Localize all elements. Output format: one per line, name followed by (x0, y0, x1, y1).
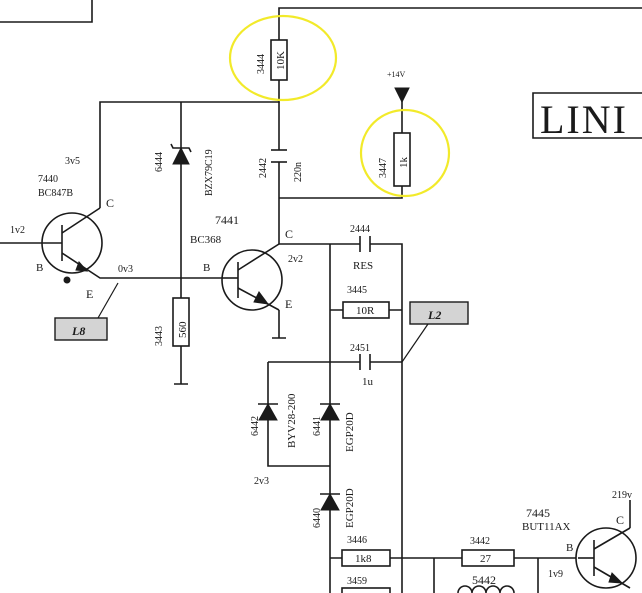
t7440-vc: 3v5 (65, 156, 80, 167)
r3445-ref: 3445 (347, 285, 367, 296)
banner-text: LINI (540, 97, 628, 142)
tag-l8 (54, 317, 108, 341)
t7441-ref: 7441 (215, 213, 239, 227)
wire-r3443-ground (174, 346, 188, 385)
wire-c2444-right (370, 243, 403, 593)
t7440-pin-e: E (86, 287, 93, 301)
coil-5442-icon (457, 585, 515, 593)
resistor-r3445 (342, 301, 390, 319)
t7445-vc: 219v (612, 490, 632, 501)
d6444-ref: 6444 (154, 152, 165, 172)
t7440-ve: 0v3 (118, 264, 133, 275)
c2451-value: 1u (362, 376, 374, 388)
node-voltage: 2v3 (254, 476, 269, 487)
diode-d6442-icon (258, 402, 278, 421)
t7440-collector (61, 207, 101, 234)
resistor-r3442 (461, 549, 515, 567)
t7445-ref: 7445 (526, 506, 550, 520)
t7440-vb: 1v2 (10, 225, 25, 236)
c2442-value: 220n (293, 162, 304, 182)
t7445-collector (593, 527, 631, 550)
wire-d6442-loop (267, 362, 330, 467)
d6442-type: BYV28-200 (286, 393, 298, 448)
t7445-pin-b: B (566, 542, 573, 554)
tag-l2 (409, 301, 469, 325)
t7445-vb: 1v9 (548, 569, 563, 580)
resistor-r3459 (341, 587, 391, 593)
supply-label: +14V (387, 70, 406, 79)
frame-edge (0, 0, 93, 23)
t7441-collector (237, 243, 280, 271)
t7441-vc: 2v2 (288, 254, 303, 265)
r3447-ref: 3447 (378, 158, 389, 178)
c2444-ref: 2444 (350, 224, 370, 235)
t7441-emitter-arrow-icon (253, 291, 270, 305)
r3445-value: 10R (356, 305, 375, 317)
d6440-ref: 6440 (312, 508, 323, 528)
d6441-type: EGP20D (344, 412, 356, 452)
wire-top-rail (278, 7, 642, 40)
t7440-emitter (61, 252, 180, 279)
wire-r3447-return (279, 186, 403, 199)
transistor-t7445 (575, 527, 637, 589)
d6441-ref: 6441 (312, 416, 323, 436)
zener-d6444-icon (172, 146, 190, 165)
transistor-t7441 (221, 249, 283, 311)
diode-d6441-icon (320, 402, 340, 421)
r3444-ref: 3444 (256, 54, 267, 74)
t7440-pin-c: C (106, 196, 114, 210)
banner-box (532, 92, 642, 139)
r3459-ref: 3459 (347, 576, 367, 587)
r3442-value: 27 (480, 553, 492, 565)
r3442-ref: 3442 (470, 536, 490, 547)
tag-l2-label: L2 (427, 308, 441, 322)
t7440-dot (63, 276, 71, 284)
t7445-emitter-arrow-icon (608, 572, 624, 584)
wire-t7441-emitter (272, 310, 286, 339)
t7445-pin-c: C (616, 513, 624, 527)
r3443-value: 560 (177, 321, 189, 338)
t7441-pin-e: E (285, 297, 292, 311)
t7441-type: BC368 (190, 234, 222, 246)
r3446-ref: 3446 (347, 535, 367, 546)
highlight-r3444 (228, 14, 338, 102)
r3443-ref: 3443 (154, 326, 165, 346)
supply-arrow-icon (394, 87, 410, 104)
d6444-type: BZX79C19 (204, 149, 215, 196)
wire-node-a (99, 80, 280, 208)
diode-d6440-icon (320, 492, 340, 511)
r3447-value: 1k (398, 157, 410, 169)
d6440-type: EGP20D (344, 488, 356, 528)
resistor-r3444 (270, 39, 288, 81)
t7440-type: BC847B (38, 188, 73, 199)
highlight-r3447 (359, 108, 451, 198)
tag-l8-label: L8 (71, 324, 85, 338)
t7445-type: BUT11AX (522, 521, 571, 533)
coil-ref: 5442 (472, 573, 496, 587)
r3446-value: 1k8 (355, 553, 372, 565)
tag-l8-leader (97, 282, 119, 319)
c2444-value: RES (353, 260, 373, 272)
t7440-pin-b: B (36, 262, 43, 274)
t7440-emitter-arrow-icon (75, 261, 89, 272)
zener-d6444-bar (170, 143, 192, 153)
tag-l2-leader (401, 323, 429, 363)
resistor-r3446 (341, 549, 391, 567)
r3444-value: 10K (275, 51, 287, 70)
d6442-ref: 6442 (250, 416, 261, 436)
c2451-ref: 2451 (350, 343, 370, 354)
t7441-pin-c: C (285, 227, 293, 241)
t7441-pin-b: B (203, 262, 210, 274)
c2442-ref: 2442 (258, 158, 269, 178)
t7440-ref: 7440 (38, 174, 58, 185)
resistor-r3447 (393, 132, 411, 187)
